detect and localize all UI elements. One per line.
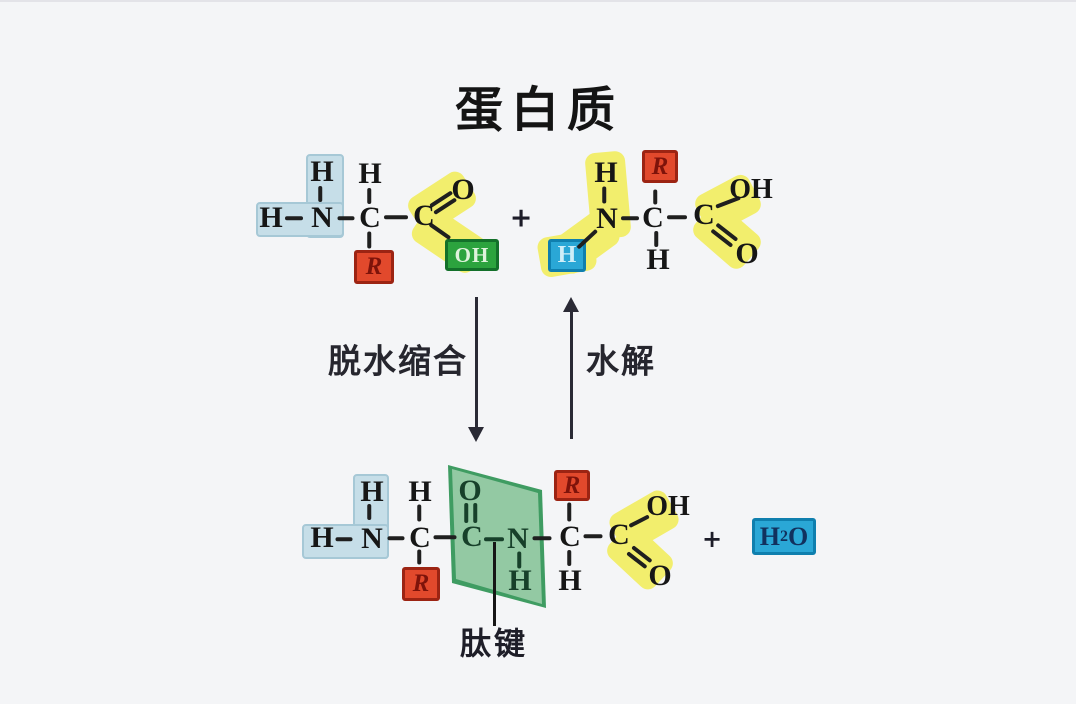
bond: [583, 534, 603, 538]
atom-hydrogen: H: [358, 157, 382, 190]
atom-carbon: C: [359, 201, 381, 234]
r-group-box: R: [642, 150, 678, 183]
atom-carbon: C: [413, 199, 435, 232]
plus-sign: +: [701, 525, 723, 553]
double-bond-peptide: [464, 503, 468, 523]
atom-nitrogen-peptide: N: [507, 522, 529, 555]
hydroxyl-label: OH: [454, 242, 490, 267]
atom-hydrogen: H: [646, 243, 670, 276]
bond: [384, 215, 408, 219]
r-group-label: R: [412, 570, 430, 597]
atom-hydrogen: H: [408, 475, 432, 508]
peptide-cn-bond: [484, 537, 504, 541]
bond: [285, 216, 303, 220]
atom-hydrogen-peptide: H: [508, 564, 532, 597]
bond: [602, 186, 606, 204]
water-o: O: [788, 521, 809, 551]
atom-hydrogen: H: [558, 564, 582, 597]
atom-carbon: C: [642, 201, 664, 234]
hydrolysis-label: 水解: [586, 341, 656, 381]
bond: [337, 216, 355, 220]
bond: [387, 536, 405, 540]
atom-carbon: C: [693, 198, 715, 231]
r-group-label: R: [563, 471, 581, 499]
water-h: H: [759, 521, 780, 551]
atom-nitrogen: N: [361, 522, 383, 555]
atom-carbon: C: [608, 518, 630, 551]
bond: [367, 231, 371, 249]
arrow-up-head: [563, 297, 579, 312]
atom-oxygen: O: [451, 173, 475, 206]
hydrolysis-arrow: [570, 311, 573, 439]
bond: [433, 535, 457, 539]
peptide-bond-label: 肽键: [460, 626, 528, 663]
atom-carbon: C: [559, 520, 581, 553]
atom-oxygen: O: [648, 559, 672, 592]
bond: [621, 216, 639, 220]
r-group-box: R: [402, 567, 440, 601]
r-group-label: R: [365, 253, 383, 280]
atom-hydrogen: H: [310, 521, 334, 554]
bond: [367, 188, 371, 204]
atom-nitrogen: N: [596, 202, 618, 235]
r-group-box: R: [354, 250, 394, 284]
r-group-box: R: [554, 470, 590, 501]
peptide-bond-plane: [452, 469, 542, 604]
plus-sign: +: [509, 202, 533, 234]
peptide-bond-pointer: [493, 542, 496, 626]
bond: [335, 537, 353, 541]
amino-group-highlight-3: [302, 524, 389, 559]
bond: [417, 504, 421, 522]
bond: [653, 189, 657, 205]
bond: [517, 551, 521, 569]
r-group-label: R: [651, 152, 669, 180]
atom-hydrogen: H: [594, 156, 618, 189]
bond: [567, 502, 571, 522]
double-bond-peptide: [473, 503, 477, 523]
bond: [367, 504, 371, 520]
atom-carbon-peptide: C: [461, 520, 483, 553]
hydrogen-label: H: [557, 242, 577, 268]
dehydration-label: 脱水缩合: [328, 341, 468, 381]
atom-nitrogen: N: [311, 201, 333, 234]
bond: [318, 186, 322, 202]
bond: [417, 549, 421, 565]
atom-oxygen-peptide: O: [458, 474, 482, 507]
water-subscript: 2: [780, 527, 788, 545]
bond: [532, 536, 552, 540]
arrow-down-head: [468, 427, 484, 442]
hydroxyl-group: OH: [646, 491, 690, 522]
hydroxyl-group: OH: [729, 174, 773, 205]
atom-hydrogen: H: [310, 155, 334, 188]
atom-hydrogen: H: [259, 201, 283, 234]
page-title: 蛋白质: [454, 82, 624, 138]
hydroxyl-box: OH: [445, 239, 499, 271]
dehydration-arrow: [475, 297, 478, 429]
atom-carbon: C: [409, 521, 431, 554]
bond: [567, 550, 571, 566]
atom-oxygen: O: [735, 237, 759, 270]
bond: [654, 231, 658, 247]
bond: [667, 215, 687, 219]
atom-hydrogen: H: [360, 475, 384, 508]
hydrogen-box: H: [548, 239, 586, 272]
